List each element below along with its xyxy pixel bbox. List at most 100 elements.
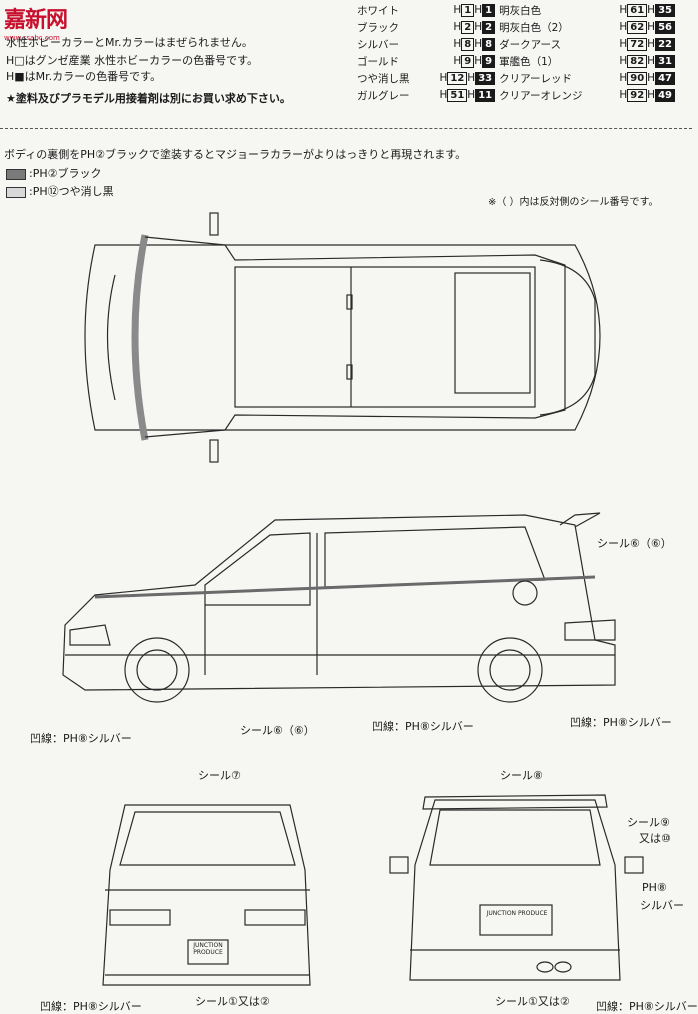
mr-code: 31 [655,55,675,68]
legend-black: :PH②ブラック [6,165,101,181]
note-4: ★塗料及びプラモデル用接着剤は別にお買い求め下さい。 [6,92,291,105]
side-front-rim [136,649,178,691]
mr-code: 35 [655,4,675,17]
callout-seal9: シール⑨ [627,816,670,829]
top-roof-outline [144,236,566,438]
top-roof-panel [234,266,536,408]
rear-exhaust-1 [536,961,554,973]
mr-code: 33 [475,72,496,85]
hobby-code: 1 [461,4,475,17]
paint-name: 明灰白色（2） [499,22,569,34]
callout-rear-seal1: シール①又は② [495,995,570,1008]
rear-mirror-left [389,856,409,874]
rear-body-outline [409,799,621,981]
mr-code: 47 [655,72,675,85]
mr-code: 22 [655,38,675,51]
callout-rear-groove: 凹線：PH⑧シルバー [596,1000,698,1013]
top-view-drawing [84,212,601,463]
mr-code: 56 [655,21,675,34]
hobby-code: 2 [461,21,475,34]
paint-name: 軍艦色（1） [499,56,559,68]
paint-name: 明灰白色 [499,5,542,17]
side-headlight [69,624,111,646]
seal-note: ※（ ）内は反対側のシール番号です。 [488,197,659,208]
callout-rear-silver: シルバー [640,899,684,912]
side-taillight [564,619,616,641]
mr-code: 1 [482,4,496,17]
note-3: H■はMr.カラーの色番号です。 [6,70,162,83]
rear-plate [479,904,553,936]
front-headlight-right [244,909,306,926]
legend-flat-black-label: :PH⑫つや消し黒 [29,185,114,198]
front-windshield [119,811,296,866]
side-front-wheel [124,637,190,703]
side-rear-window [324,526,546,588]
front-plate [187,939,229,965]
top-mirror-left [209,212,219,236]
paint-name: ガルグレー [357,90,410,102]
rear-spoiler [422,794,608,810]
callout-groove-mid: 凹線：PH⑧シルバー [372,720,474,733]
side-character-line [94,575,596,599]
hobby-code: 12 [447,72,468,85]
callout-rear-ph8: PH⑧ [642,881,667,894]
legend-flat-black: :PH⑫つや消し黒 [6,183,114,199]
site-logo: 嘉新网 www.ssabc.com [4,2,68,42]
hobby-code: 9 [461,55,475,68]
paint-name: クリアーオレンジ [499,90,583,102]
note-1: 水性ホビーカラーとMr.カラーはまぜられません。 [6,36,253,49]
top-sunroof [454,272,531,394]
top-hood-line [106,274,116,401]
mr-code: 49 [655,89,675,102]
legend-black-label: :PH②ブラック [29,167,102,180]
top-body-outline [84,244,601,431]
note-2: H□はグンゼ産業 水性ホビーカラーの色番号です。 [6,54,259,67]
hobby-code: 72 [627,38,648,51]
hobby-code: 62 [627,21,648,34]
rear-window [429,809,601,866]
callout-front-groove: 凹線：PH⑧シルバー [40,1000,142,1013]
callout-seal6-door: シール⑥（⑥） [240,724,315,737]
top-rear-spoiler [539,259,596,416]
mr-code: 8 [482,38,496,51]
black-swatch [6,168,26,180]
rear-exhaust-2 [554,961,572,973]
rear-plate-text: JUNCTION PRODUCE [486,910,548,917]
hobby-code: 82 [627,55,648,68]
hobby-code: 8 [461,38,475,51]
paint-name: ダークアース [499,39,561,51]
side-fuel-lid [512,580,538,606]
paint-name: クリアーレッド [499,73,572,85]
side-body-outline [62,514,616,691]
paint-name: シルバー [357,39,399,51]
front-view-drawing [102,804,311,986]
front-headlight-left [109,909,171,926]
front-body-outline [102,804,311,986]
top-windshield-band [131,234,149,441]
divider [0,128,692,129]
mr-code: 9 [482,55,496,68]
callout-groove-left: 凹線：PH⑧シルバー [30,732,132,745]
callout-seal6-side: シール⑥（⑥） [597,537,672,550]
paint-name: つや消し黒 [357,73,410,85]
side-rear-wheel [477,637,543,703]
front-plate-text: JUNCTION PRODUCE [193,942,223,956]
top-rail-2 [346,364,353,380]
side-spoiler [559,512,601,528]
flat-black-swatch [6,186,26,198]
callout-seal9b: 又は⑩ [639,832,671,845]
paint-name: ゴールド [357,56,399,68]
side-view-drawing [62,512,616,703]
side-rear-rim [489,649,531,691]
top-mirror-right [209,439,219,463]
hobby-code: 90 [627,72,648,85]
hobby-code: 61 [627,4,648,17]
mr-code: 11 [475,89,496,102]
logo-text: 嘉新网 [4,8,68,33]
